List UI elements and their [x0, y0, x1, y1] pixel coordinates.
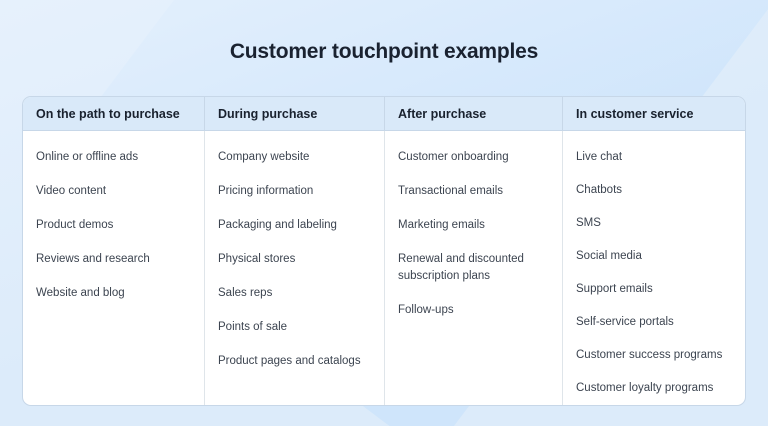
list-item: Customer onboarding: [398, 151, 509, 163]
table-body-row: Online or offline ads Video content Prod…: [23, 131, 745, 405]
list-item: Pricing information: [218, 185, 314, 197]
list-item: Product pages and catalogs: [218, 355, 361, 367]
table-column-in-customer-service: Live chat Chatbots SMS Social media Supp…: [563, 131, 745, 405]
list-item: Company website: [218, 151, 310, 163]
list-item: Renewal and discounted subscription plan…: [398, 253, 524, 282]
list-item: Follow-ups: [398, 304, 454, 316]
touchpoint-table: On the path to purchase During purchase …: [22, 96, 746, 406]
list-item: Self-service portals: [576, 316, 674, 328]
list-item: Transactional emails: [398, 185, 504, 197]
table-column-path-to-purchase: Online or offline ads Video content Prod…: [23, 131, 205, 405]
table-header-cell-after-purchase: After purchase: [385, 97, 563, 130]
table-header-cell-during-purchase: During purchase: [205, 97, 385, 130]
list-item: Online or offline ads: [36, 151, 139, 163]
list-item: Packaging and labeling: [218, 219, 337, 231]
table-header-row: On the path to purchase During purchase …: [23, 97, 745, 131]
list-item: Support emails: [576, 283, 653, 295]
list-item: Social media: [576, 250, 642, 262]
list-item: Customer loyalty programs: [576, 382, 714, 394]
list-item: Live chat: [576, 151, 623, 163]
list-item: Video content: [36, 185, 107, 197]
list-item: Points of sale: [218, 321, 288, 333]
table-column-during-purchase: Company website Pricing information Pack…: [205, 131, 385, 405]
list-item: SMS: [576, 217, 601, 229]
table-header-cell-in-customer-service: In customer service: [576, 106, 694, 121]
list-item: Reviews and research: [36, 253, 150, 265]
list-item: Customer success programs: [576, 349, 723, 361]
list-item: Sales reps: [218, 287, 273, 299]
list-item: Chatbots: [576, 184, 623, 196]
list-item: Product demos: [36, 219, 114, 231]
page-title: Customer touchpoint examples: [229, 40, 539, 63]
list-item: Marketing emails: [398, 219, 485, 231]
table-header-cell-path-to-purchase: On the path to purchase: [23, 97, 205, 130]
list-item: Website and blog: [36, 287, 125, 299]
table-column-after-purchase: Customer onboarding Transactional emails…: [385, 131, 563, 405]
list-item: Physical stores: [218, 253, 296, 265]
